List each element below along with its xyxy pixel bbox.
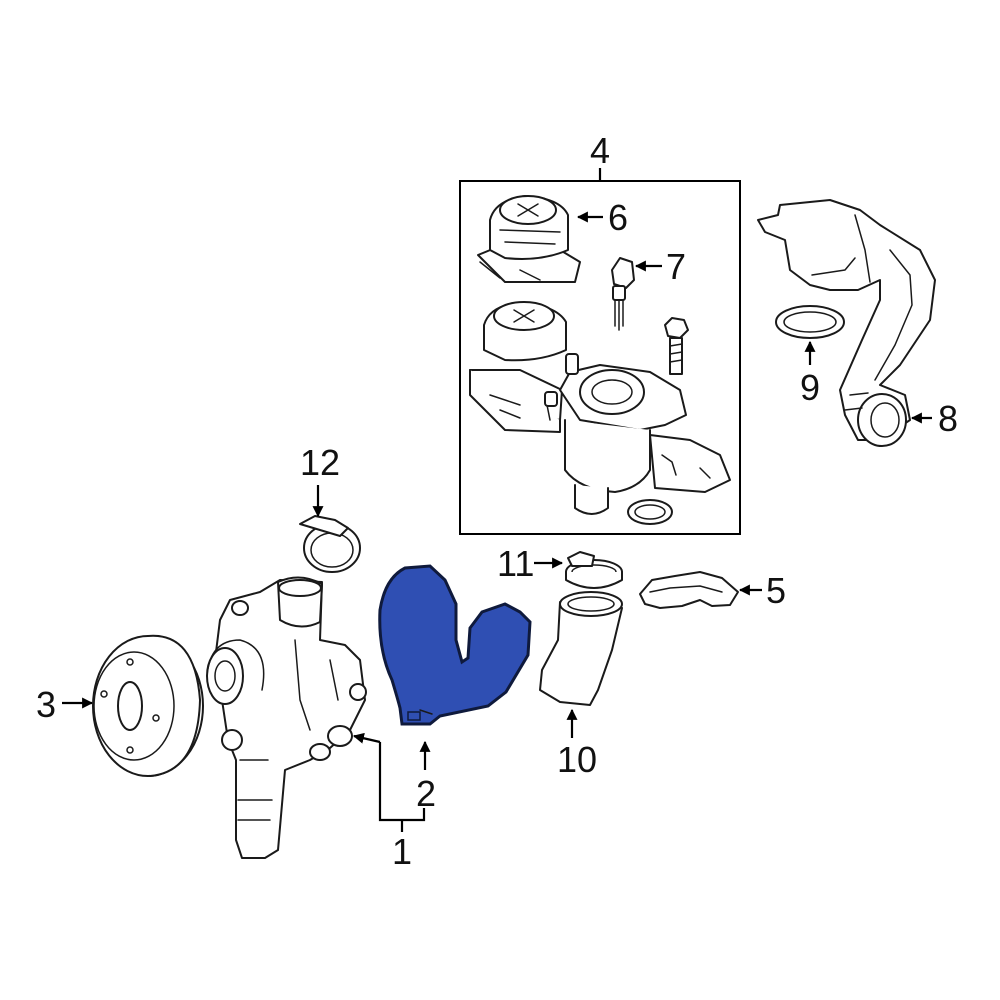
callout-7: 7: [666, 246, 686, 287]
coolant-hose-part-8[interactable]: [757, 199, 936, 447]
callout-1: 1: [392, 831, 412, 872]
callout-3: 3: [36, 684, 56, 725]
callout-9: 9: [800, 367, 820, 408]
water-pump-part-1[interactable]: [206, 576, 367, 859]
leader-lines: [62, 211, 932, 832]
hose-clamp-part-12[interactable]: [299, 515, 361, 573]
gasket-part-2[interactable]: [378, 564, 532, 726]
o-ring-part-9[interactable]: [775, 305, 845, 339]
callout-2: 2: [416, 773, 436, 814]
callout-10: 10: [557, 739, 597, 780]
gasket-part-5[interactable]: [639, 571, 739, 609]
callout-6: 6: [608, 197, 628, 238]
thermostat-housing: [469, 301, 731, 525]
temperature-sensor-part-7[interactable]: [611, 257, 635, 331]
callout-11: 11: [497, 543, 534, 584]
callout-12: 12: [300, 442, 340, 483]
bolt: [664, 317, 689, 375]
assembly-box-4: [459, 168, 741, 535]
hose-part-10[interactable]: [539, 591, 623, 706]
callout-5: 5: [766, 570, 786, 611]
hose-clamp-part-11[interactable]: [565, 551, 623, 589]
callout-labels: 4 6 7 8 9 12 11 5 10 3 2 1: [36, 130, 958, 872]
pulley-part-3[interactable]: [92, 634, 204, 777]
callout-4: 4: [590, 130, 610, 171]
thermostat-cap-part-6[interactable]: [477, 195, 581, 283]
callout-8: 8: [938, 398, 958, 439]
